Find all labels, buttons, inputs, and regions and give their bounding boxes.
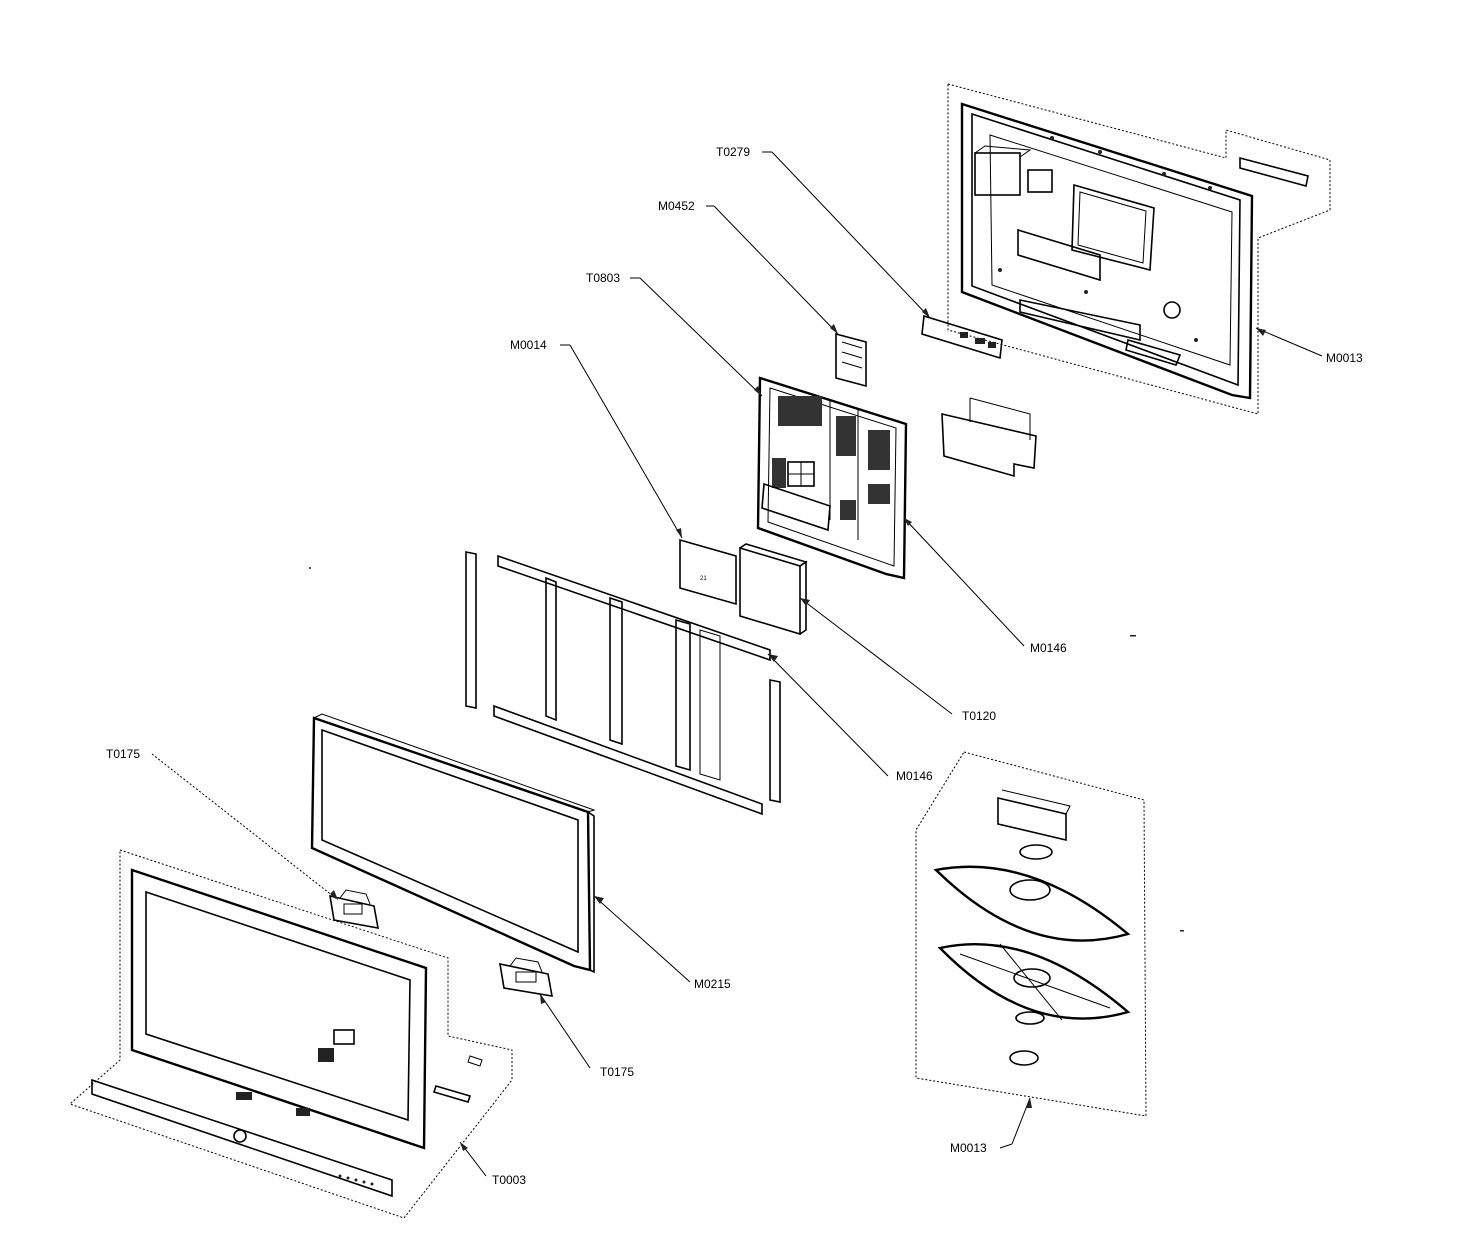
bracket-bottom-part	[499, 957, 553, 997]
small-board-part: 21	[679, 538, 737, 606]
front-bezel-group	[69, 849, 513, 1219]
rear-cover-group	[947, 83, 1331, 415]
power-board-part	[739, 543, 808, 636]
lcd-panel-part	[310, 713, 596, 974]
callout-m0014: M0014	[510, 338, 547, 352]
arrowheads	[330, 308, 1266, 1151]
bracket-left-part	[329, 889, 379, 929]
callout-t0279: T0279	[716, 145, 750, 159]
stand-group	[915, 751, 1147, 1117]
callout-t0175-left: T0175	[106, 747, 140, 761]
callout-t0120: T0120	[962, 709, 996, 723]
callout-m0215: M0215	[694, 977, 731, 991]
leader-lines	[151, 151, 1323, 1177]
side-bracket-part	[941, 397, 1037, 478]
callout-t0175-bottom: T0175	[600, 1065, 634, 1079]
svg-text:21: 21	[700, 576, 707, 582]
callout-t0803: T0803	[586, 271, 620, 285]
callout-m0013-bottom: M0013	[950, 1141, 987, 1155]
callout-m0013-top: M0013	[1326, 351, 1363, 365]
connector-bracket-part	[835, 332, 867, 388]
main-chassis-part	[756, 376, 908, 580]
panel-frame-part	[465, 551, 781, 816]
terminal-board-part	[921, 314, 1003, 360]
callout-m0146-mid: M0146	[896, 769, 933, 783]
callout-m0146-right: M0146	[1030, 641, 1067, 655]
callout-m0452: M0452	[658, 199, 695, 213]
callout-t0003: T0003	[492, 1173, 526, 1187]
